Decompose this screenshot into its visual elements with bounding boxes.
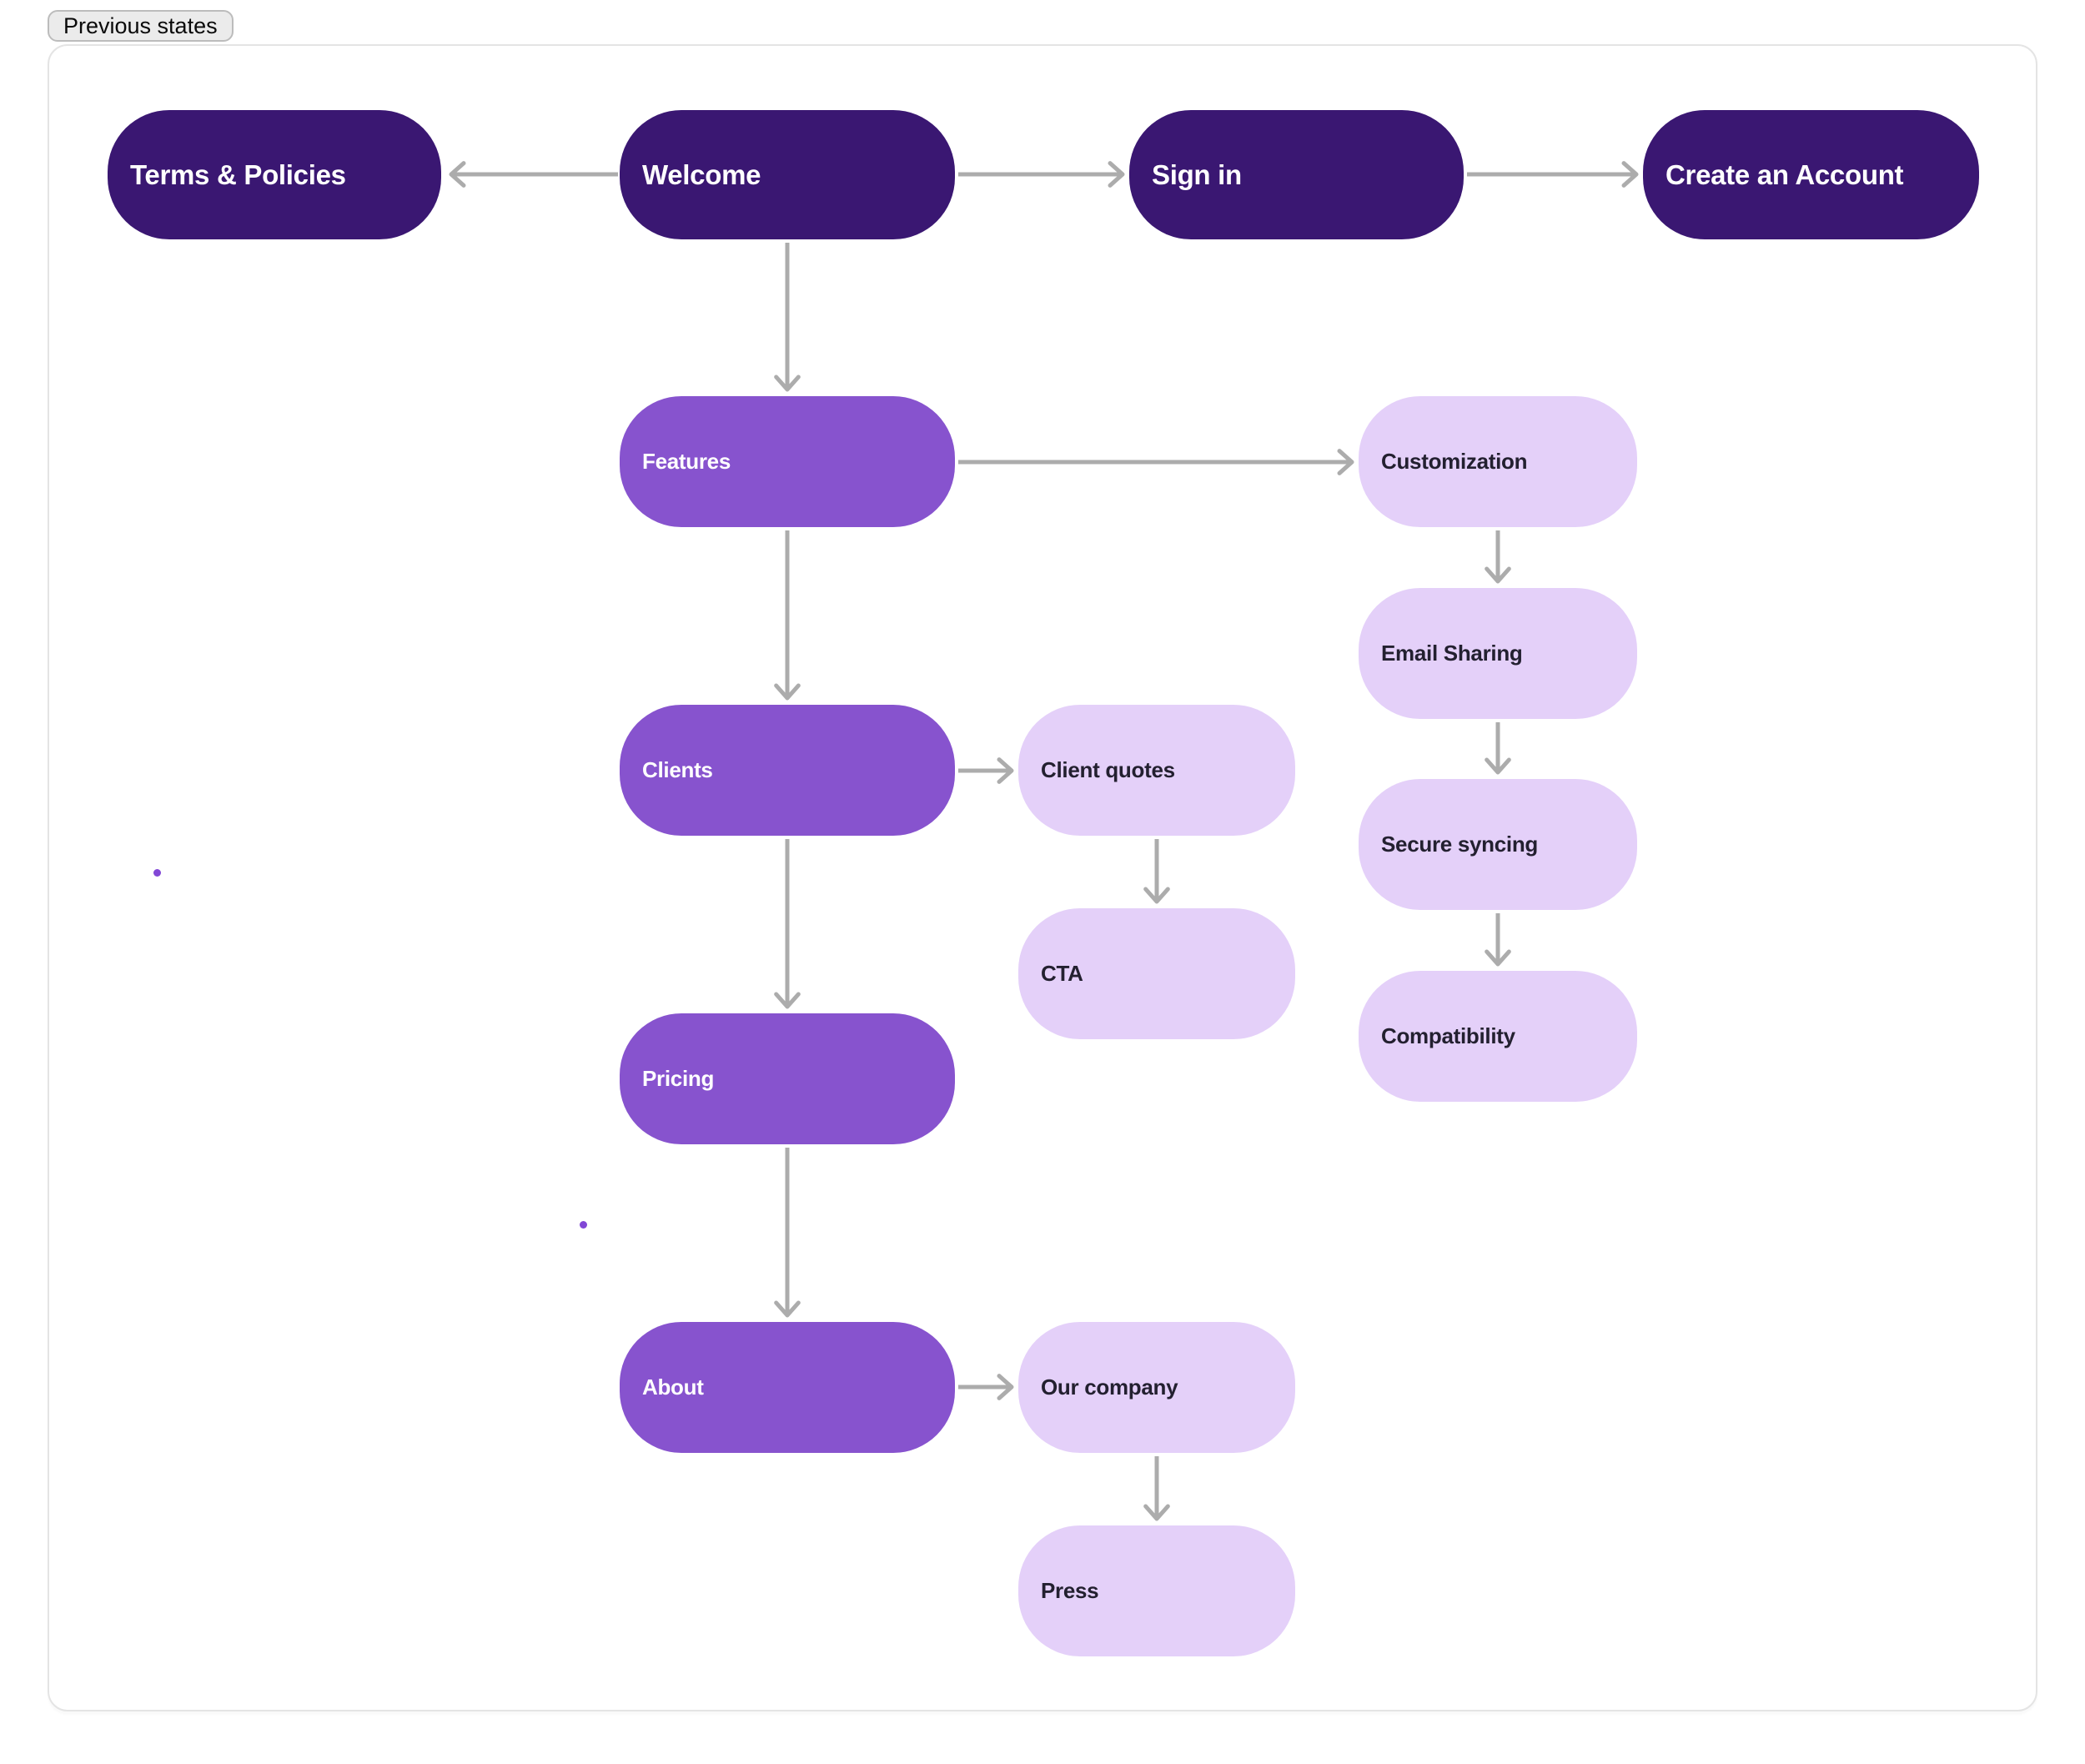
node-pricing[interactable]: Pricing (620, 1013, 955, 1144)
node-label: CTA (1041, 961, 1083, 986)
node-our-company[interactable]: Our company (1018, 1322, 1295, 1453)
node-about[interactable]: About (620, 1322, 955, 1453)
node-label: Our company (1041, 1375, 1178, 1400)
node-label: Press (1041, 1578, 1099, 1603)
node-label: Welcome (642, 158, 761, 190)
node-compatibility[interactable]: Compatibility (1359, 971, 1637, 1102)
node-email-sharing[interactable]: Email Sharing (1359, 588, 1637, 719)
node-label: Terms & Policies (130, 158, 346, 190)
node-features[interactable]: Features (620, 396, 955, 527)
node-secure-syncing[interactable]: Secure syncing (1359, 779, 1637, 910)
node-welcome[interactable]: Welcome (620, 110, 955, 239)
node-label: Pricing (642, 1066, 715, 1091)
stray-dot (580, 1221, 587, 1229)
node-label: Compatibility (1381, 1023, 1515, 1048)
node-label: Client quotes (1041, 757, 1175, 782)
stray-dot (153, 869, 161, 877)
node-label: Sign in (1152, 158, 1242, 190)
node-label: Customization (1381, 449, 1528, 474)
node-sign-in[interactable]: Sign in (1129, 110, 1464, 239)
node-clients[interactable]: Clients (620, 705, 955, 836)
node-label: About (642, 1375, 704, 1400)
node-label: Clients (642, 757, 713, 782)
node-cta[interactable]: CTA (1018, 908, 1295, 1039)
previous-states-button[interactable]: Previous states (48, 10, 234, 42)
node-terms-policies[interactable]: Terms & Policies (108, 110, 441, 239)
flow-canvas-frame (48, 44, 2037, 1711)
node-label: Secure syncing (1381, 832, 1538, 857)
node-create-account[interactable]: Create an Account (1643, 110, 1979, 239)
node-client-quotes[interactable]: Client quotes (1018, 705, 1295, 836)
node-customization[interactable]: Customization (1359, 396, 1637, 527)
node-press[interactable]: Press (1018, 1525, 1295, 1656)
node-label: Email Sharing (1381, 641, 1523, 666)
node-label: Create an Account (1665, 158, 1904, 190)
node-label: Features (642, 449, 731, 474)
